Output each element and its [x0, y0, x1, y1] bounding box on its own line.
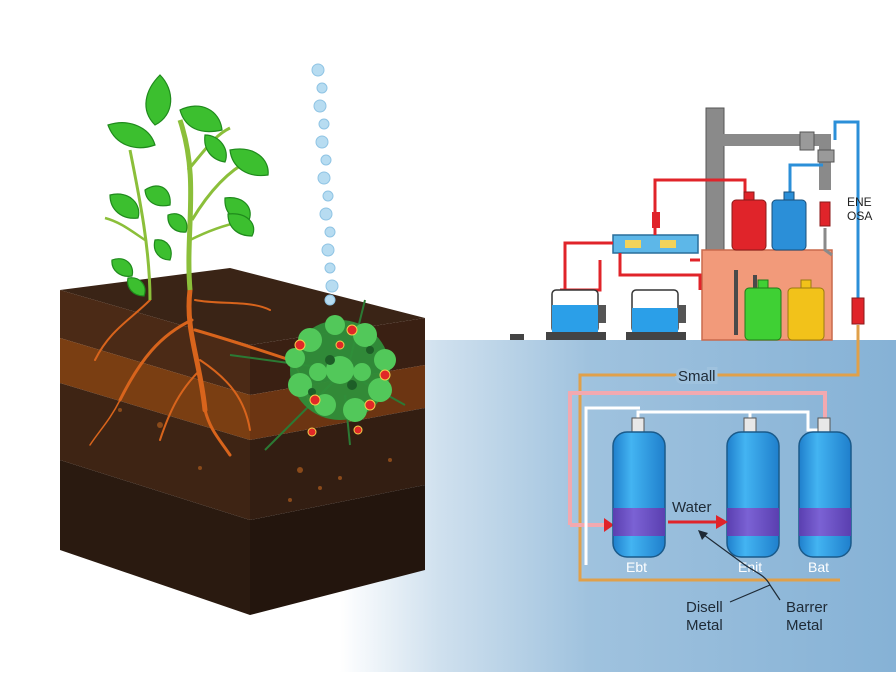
callout-left-line1: Disell: [686, 599, 723, 616]
gray-pipe: [715, 134, 831, 190]
tank-green: [744, 279, 782, 341]
soil-layer-top: [60, 290, 250, 395]
tank-red: [731, 191, 767, 251]
plant: [104, 74, 269, 301]
bubble-column: [311, 63, 339, 306]
pipe-label-small: Small: [678, 368, 716, 385]
machinery: ENE OSA: [510, 107, 872, 341]
callout-right-line2: Metal: [786, 617, 823, 634]
label-top-right: ENE: [847, 195, 872, 209]
tank-1-label: Ebt: [626, 559, 647, 575]
callout-right-line1: Barrer: [786, 599, 828, 616]
tank-yellow: [787, 279, 825, 341]
valve-red-2: [851, 297, 865, 325]
tank-2-label: Enit: [738, 559, 762, 575]
orange-pipe: [578, 325, 860, 582]
inlet-arrow: [604, 518, 614, 532]
plant-roots: [89, 287, 309, 457]
soil-side-bottom: [250, 485, 425, 615]
callout-left-line2: Metal: [686, 617, 723, 634]
tank-3: [798, 417, 852, 558]
blue-pipe: [788, 163, 823, 200]
tank-2: [726, 417, 780, 558]
plant-leaves: [107, 74, 269, 297]
small-tank-2: [626, 289, 686, 340]
plant-stem-main: [177, 119, 194, 291]
soil-layer-orange: [60, 338, 250, 440]
red-pipes: [560, 178, 747, 292]
tank-3-label: Bat: [808, 559, 829, 575]
soil-layer-bottom: [60, 460, 250, 615]
microbe-red-dots: [294, 324, 391, 437]
pink-pipe: [568, 391, 827, 525]
small-tank-1: [546, 289, 606, 340]
tank-blue-top: [771, 191, 807, 251]
label-top-right-2: OSA: [847, 209, 872, 223]
water-system: Small Water E: [568, 325, 860, 634]
tank-1: [612, 417, 666, 558]
plant-stem-left: [128, 149, 152, 301]
soil-side-mid: [250, 408, 425, 520]
soil-layer-mid: [60, 383, 250, 520]
soil-block: [60, 268, 425, 615]
flow-label-water: Water: [672, 499, 711, 516]
blue-pipe-right: [833, 120, 860, 300]
callout-lines: [699, 531, 781, 603]
microbe-cluster: [229, 299, 406, 451]
valve-red-1: [819, 201, 831, 227]
